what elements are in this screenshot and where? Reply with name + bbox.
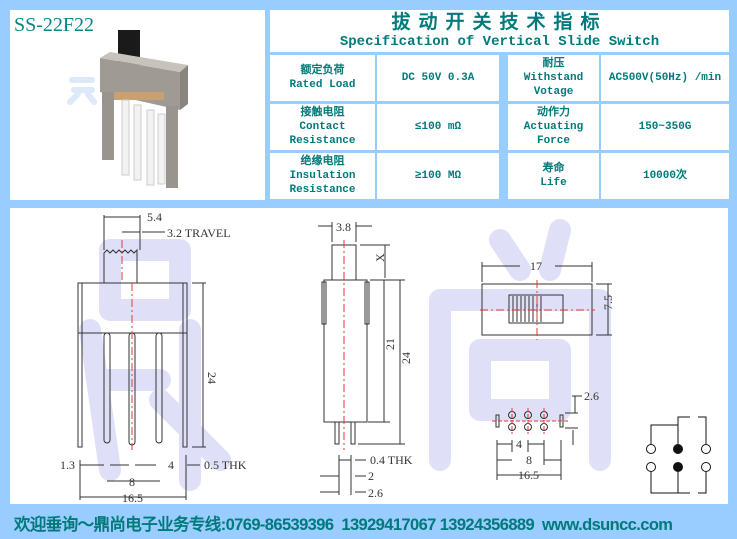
dim-front-width-top: 5.4: [147, 210, 162, 224]
dim-front-travel: 3.2 TRAVEL: [167, 226, 231, 240]
switch-photo: [67, 30, 188, 188]
dim-side-act-width: 3.8: [336, 220, 351, 234]
value-insulation-resistance: ≥100 MΩ: [377, 153, 499, 199]
dim-front-thk: 0.5 THK: [204, 458, 247, 472]
title-en: Specification of Vertical Slide Switch: [339, 34, 660, 50]
watermark-logo: [67, 77, 97, 105]
dim-top-length: 17: [530, 259, 542, 273]
dim-front-pin-offset: 1.3: [60, 458, 75, 472]
value-withstand: AC500V(50Hz) /min: [601, 55, 729, 101]
dim-pcb-span: 8: [526, 453, 532, 467]
dim-top-width: 7.5: [601, 295, 615, 310]
contact-footer: 欢迎垂询～鼎尚电子业务专线:0769-86539396 13929417067 …: [14, 516, 673, 534]
dim-front-pitch: 4: [168, 458, 174, 472]
dim-front-span: 8: [129, 475, 135, 489]
dim-pcb-pitch: 4: [516, 437, 522, 451]
circuit-schematic: [646, 416, 711, 494]
dim-front-height: 24: [205, 372, 219, 384]
spec-title: 拔动开关技术指标 Specification of Vertical Slide…: [270, 10, 729, 52]
dim-side-x: X: [373, 253, 387, 262]
dim-pcb-row: 2.6: [584, 389, 599, 403]
dim-side-height: 24: [399, 352, 413, 364]
value-life: 10000次: [601, 153, 729, 199]
spec-table: 拔动开关技术指标 Specification of Vertical Slide…: [270, 10, 729, 200]
dim-front-total: 16.5: [122, 491, 143, 505]
product-photo-panel: SS-22F22: [10, 10, 265, 200]
title-cn: 拔动开关技术指标: [391, 12, 608, 34]
watermark-logo: [79, 219, 611, 491]
dim-side-body: 21: [383, 338, 397, 350]
dim-side-2-6: 2.6: [368, 486, 383, 500]
dim-side-thk: 0.4 THK: [370, 453, 413, 467]
model-number: SS-22F22: [14, 14, 95, 36]
value-actuating-force: 150~350G: [601, 104, 729, 150]
top-view: [480, 262, 612, 340]
dim-pcb-total: 16.5: [518, 468, 539, 482]
value-rated-load: DC 50V 0.3A: [377, 55, 499, 101]
dim-side-2: 2: [368, 469, 374, 483]
pcb-layout: [492, 395, 582, 480]
front-view: [77, 215, 206, 500]
value-contact-resistance: ≤100 mΩ: [377, 104, 499, 150]
side-view: [318, 222, 405, 495]
